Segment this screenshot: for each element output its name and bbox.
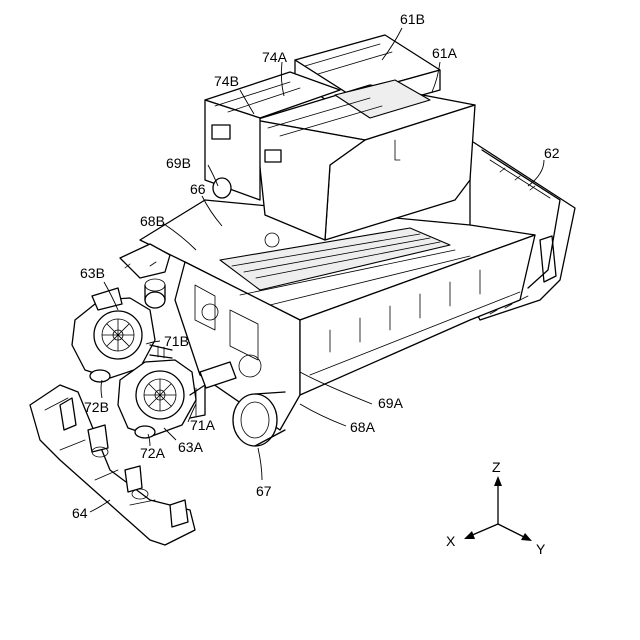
label-69B: 69B — [166, 155, 191, 171]
label-62: 62 — [544, 145, 560, 161]
label-61B: 61B — [400, 11, 425, 27]
label-66: 66 — [190, 181, 206, 197]
x-axis-arrow — [470, 524, 498, 536]
pump-63A — [118, 360, 236, 438]
label-72B: 72B — [84, 399, 109, 415]
label-68B: 68B — [140, 213, 165, 229]
label-68A: 68A — [350, 419, 376, 435]
label-63A: 63A — [178, 439, 204, 455]
label-64: 64 — [72, 505, 88, 521]
axis-label-z: Z — [492, 459, 501, 475]
axis-triad: Z X Y — [446, 459, 546, 557]
label-69A: 69A — [378, 395, 404, 411]
label-71B: 71B — [164, 333, 189, 349]
axis-label-x: X — [446, 533, 456, 549]
label-63B: 63B — [80, 265, 105, 281]
label-74A: 74A — [262, 49, 288, 65]
label-67: 67 — [256, 483, 272, 499]
axis-label-y: Y — [536, 541, 546, 557]
label-72A: 72A — [140, 445, 166, 461]
label-74B: 74B — [214, 73, 239, 89]
label-61A: 61A — [432, 45, 458, 61]
y-axis-arrow — [498, 524, 526, 538]
label-71A: 71A — [190, 417, 216, 433]
